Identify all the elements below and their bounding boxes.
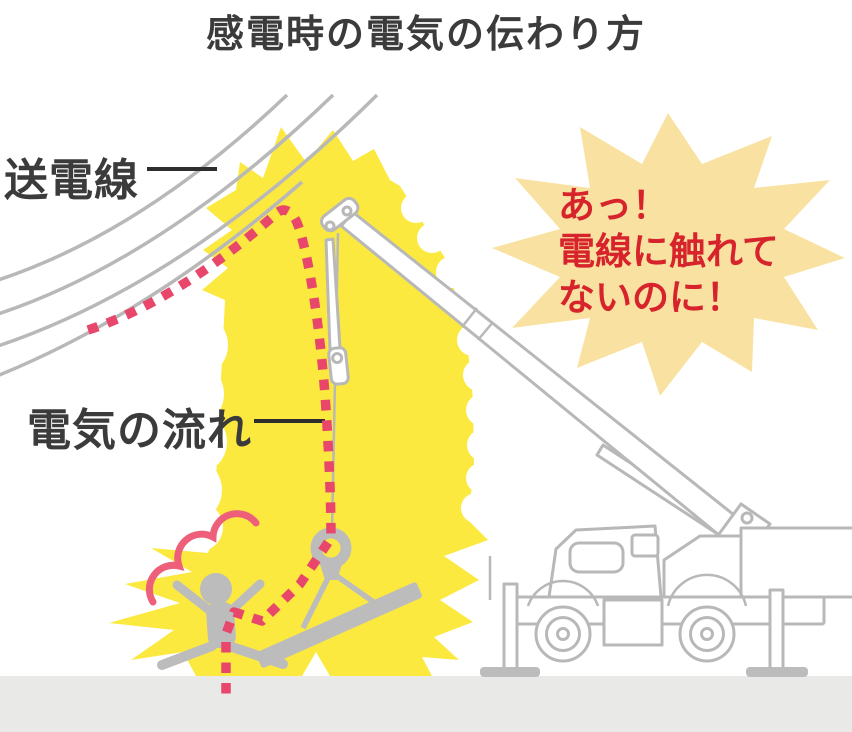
page-title: 感電時の電気の伝わり方 <box>205 12 646 56</box>
ground <box>0 676 852 732</box>
load-beam-icon <box>256 582 422 668</box>
speech-bubble-text: あっ！ 電線に触れて ないのに！ <box>558 183 779 321</box>
crane-wheel-rear <box>678 605 736 663</box>
speech-bubble-line-2: 電線に触れて <box>558 230 779 273</box>
hook-block <box>327 346 350 386</box>
impact-spark-icon <box>145 510 260 606</box>
label-power-line: 送電線 <box>4 155 139 206</box>
transmission-lines-icon <box>0 93 379 377</box>
label-current-flow: 電気の流れ <box>27 405 252 456</box>
sling-right <box>329 569 377 606</box>
crane-wheel-front <box>534 605 592 663</box>
speech-bubble-line-3: ないのに！ <box>558 276 743 319</box>
sling-left <box>300 570 334 630</box>
cab-side-window <box>630 533 660 558</box>
crane-icon <box>256 196 852 677</box>
outrigger-left <box>480 556 540 677</box>
crane-body <box>480 502 852 677</box>
outrigger-right <box>746 588 808 677</box>
cab-window <box>568 541 625 574</box>
speech-bubble-line-1: あっ！ <box>558 184 669 227</box>
electricity-dash-path-icon <box>86 205 336 700</box>
speech-bubble-burst <box>492 113 845 396</box>
shocked-worker-icon <box>157 573 288 670</box>
